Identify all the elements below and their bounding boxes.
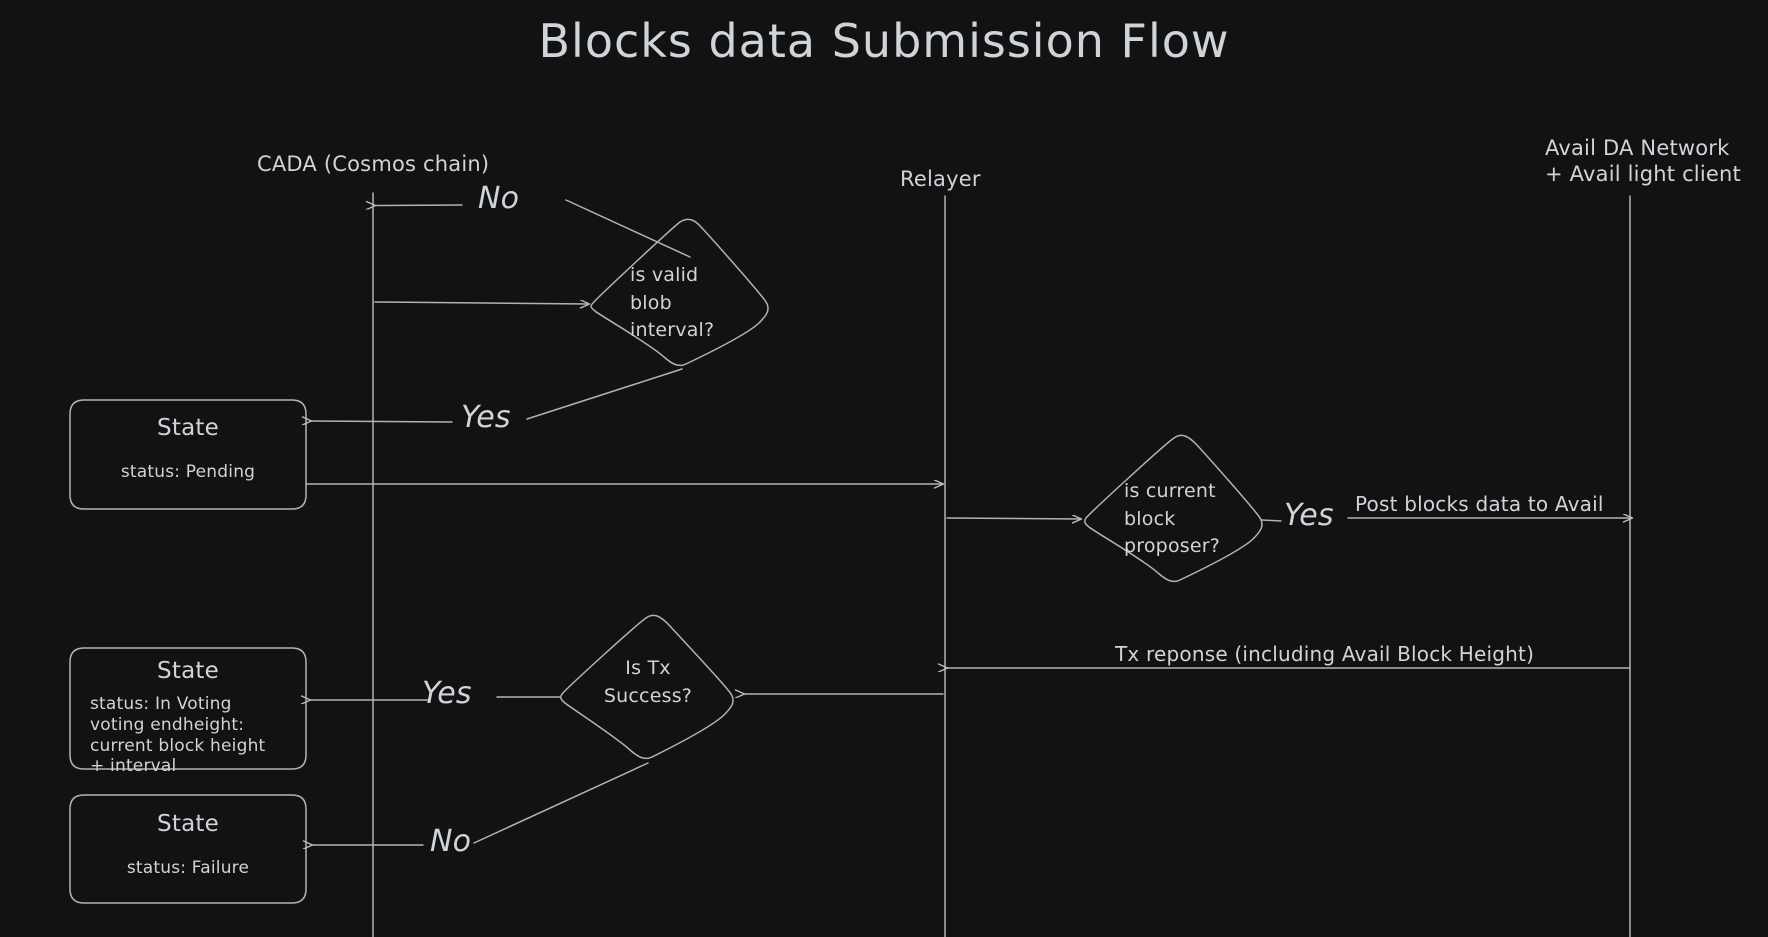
state-failure-line-0: status: Failure — [126, 858, 250, 879]
decision-valid-blob-interval-label: is valid blob interval? — [630, 264, 715, 342]
lane-label-avail: Avail DA Network + Avail light client — [1545, 136, 1741, 186]
lane-label-relayer: Relayer — [900, 167, 981, 191]
branch-label-tx-yes: Yes — [422, 676, 472, 711]
edge-proposer-yes-stub — [1261, 519, 1282, 522]
state-in-voting-content: State status: In Voting voting endheight… — [70, 657, 306, 776]
state-pending-line-0: status: Pending — [120, 462, 256, 483]
state-in-voting-line-1: voting endheight: — [90, 714, 245, 735]
edge-label-post-blocks: Post blocks data to Avail — [1355, 492, 1604, 516]
edge-label-tx-response: Tx reponse (including Avail Block Height… — [1115, 642, 1535, 666]
lane-label-cada: CADA (Cosmos chain) — [257, 152, 490, 176]
state-failure-title: State — [157, 811, 219, 837]
edge-blob-no — [375, 199, 691, 258]
branch-label-tx-no: No — [430, 824, 472, 859]
state-pending-content: State status: Pending — [70, 414, 306, 482]
branch-label-blob-yes: Yes — [461, 400, 511, 435]
decision-is-tx-success-label: Is Tx Success? — [603, 657, 693, 707]
state-in-voting-line-0: status: In Voting — [90, 694, 232, 715]
state-in-voting-line-3: + interval — [90, 756, 177, 777]
edge-relayer-to-proposer — [946, 518, 1081, 519]
page-title: Blocks data Submission Flow — [538, 14, 1230, 68]
state-failure-content: State status: Failure — [70, 810, 306, 878]
edge-cada-to-blob-check — [374, 302, 589, 304]
state-pending-title: State — [157, 415, 219, 441]
edge-tx-no — [312, 762, 649, 845]
state-in-voting-title: State — [157, 658, 219, 684]
decision-current-block-proposer-label: is current block proposer? — [1124, 480, 1221, 558]
branch-label-blob-no: No — [478, 181, 520, 216]
branch-label-proposer-yes: Yes — [1284, 498, 1334, 533]
state-in-voting-line-2: current block height — [90, 735, 266, 756]
